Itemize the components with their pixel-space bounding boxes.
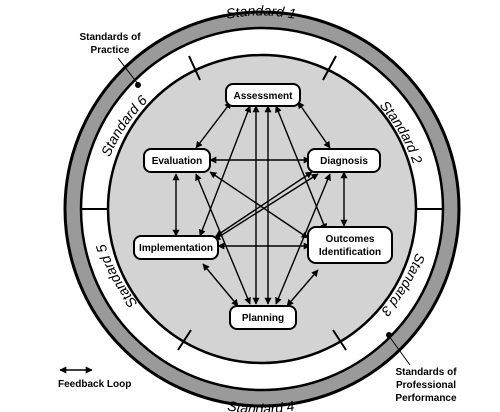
- standard-4-label: Standard 4: [226, 397, 295, 412]
- node-outcomes-identification: Outcomes Identification: [307, 226, 393, 264]
- svg-text:Evaluation: Evaluation: [152, 156, 203, 167]
- ring-dividers: [82, 55, 442, 351]
- svg-text:Assessment: Assessment: [234, 91, 294, 102]
- node-evaluation: Evaluation: [143, 148, 211, 173]
- svg-text:Practice: Practice: [91, 45, 130, 56]
- svg-text:Performance: Performance: [395, 393, 457, 404]
- svg-text:Diagnosis: Diagnosis: [320, 156, 368, 167]
- svg-text:Outcomes: Outcomes: [326, 234, 375, 245]
- feedback-loop-legend: Feedback Loop: [58, 366, 131, 390]
- svg-text:Standards of: Standards of: [395, 367, 457, 378]
- node-diagnosis: Diagnosis: [307, 148, 381, 173]
- standard-1-label: Standard 1: [225, 2, 298, 21]
- svg-text:Identification: Identification: [319, 247, 381, 258]
- svg-text:Planning: Planning: [242, 313, 284, 324]
- node-assessment: Assessment: [225, 83, 301, 107]
- process-edges: [172, 101, 348, 307]
- svg-text:Standards of: Standards of: [79, 32, 141, 43]
- feedback-loop-label: Feedback Loop: [58, 379, 131, 390]
- standards-of-practice-callout: Standards of Practice: [79, 32, 141, 88]
- standards-of-performance-callout: Standards of Professional Performance: [386, 332, 457, 404]
- svg-text:Professional: Professional: [396, 380, 456, 391]
- node-planning: Planning: [229, 305, 297, 330]
- node-implementation: Implementation: [133, 235, 219, 260]
- svg-text:Implementation: Implementation: [139, 243, 213, 254]
